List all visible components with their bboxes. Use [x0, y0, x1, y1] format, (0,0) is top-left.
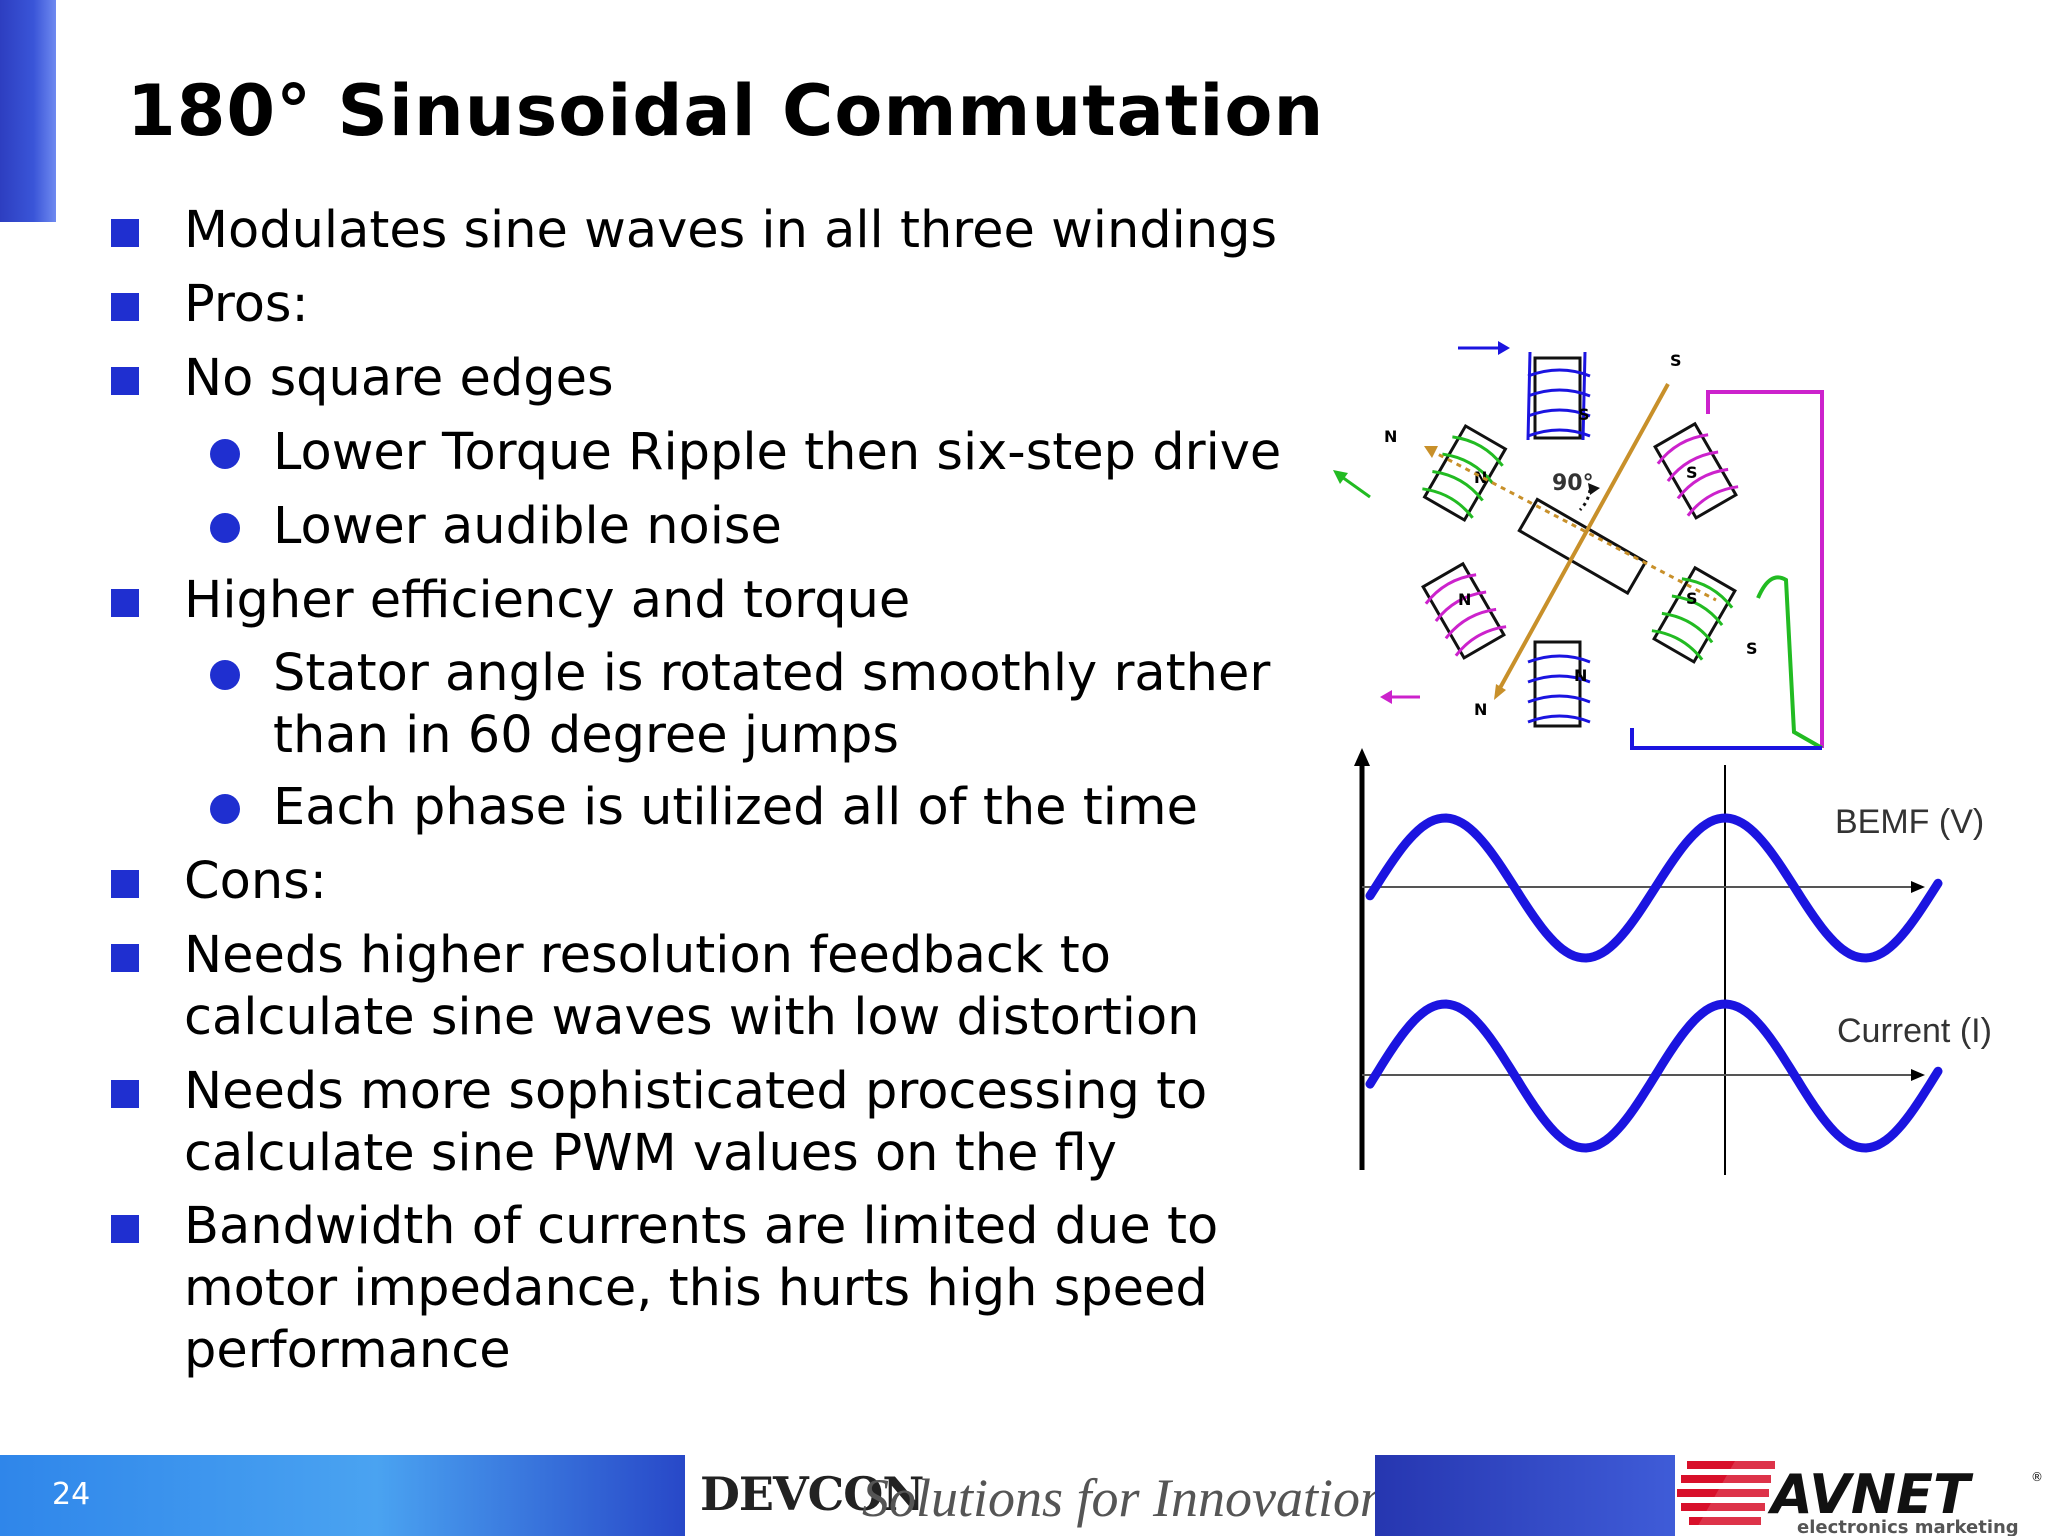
footer-bar: 24 DEVCON Solutions for Innovation AVNET…	[0, 1455, 2048, 1536]
bullet-item: Higher efficiency and torque	[111, 570, 911, 632]
stator-field-axis	[1498, 383, 1670, 689]
stator-pole: N	[1527, 640, 1591, 728]
square-bullet-icon	[111, 589, 139, 617]
square-bullet-icon	[111, 1215, 139, 1243]
square-bullet-icon	[111, 293, 139, 321]
bullet-text-continuation: performance	[184, 1321, 511, 1380]
bullet-item: Bandwidth of currents are limited due to…	[111, 1196, 1219, 1382]
bullet-text: Modulates sine waves in all three windin…	[184, 201, 1278, 260]
stator-pole	[1653, 421, 1739, 520]
square-bullet-icon	[111, 1080, 139, 1108]
bullet-list: Modulates sine waves in all three windin…	[111, 200, 1282, 1382]
devcon-logo: DEVCON	[700, 1467, 924, 1521]
pole-label: N	[1458, 590, 1471, 609]
stator-pole	[1651, 565, 1737, 664]
bullet-text-continuation: calculate sine waves with low distortion	[184, 988, 1200, 1047]
sub-bullet-item: Stator angle is rotated smoothly rather …	[210, 643, 1271, 767]
avnet-wordmark: AVNET	[1767, 1463, 1974, 1526]
current-arrow-icon	[1458, 341, 1510, 355]
footer-blue-strip-left: 24	[0, 1455, 685, 1536]
stator-pole: S	[1526, 351, 1591, 441]
circle-bullet-icon	[210, 660, 240, 690]
bullet-text: Each phase is utilized all of the time	[273, 778, 1198, 837]
title-accent-bar	[0, 0, 56, 222]
bullet-item: Needs more sophisticated processing to c…	[111, 1061, 1208, 1185]
bemf-wave	[1365, 813, 1943, 963]
pole-label: S	[1578, 405, 1590, 424]
circle-bullet-icon	[210, 794, 240, 824]
sub-bullet-item: Lower audible noise	[210, 496, 782, 558]
page-number: 24	[52, 1477, 91, 1512]
bullet-item: Needs higher resolution feedback to calc…	[111, 925, 1200, 1049]
current-wave	[1365, 999, 1943, 1153]
bullet-text: Lower audible noise	[273, 497, 782, 556]
winding-wire	[1630, 728, 1822, 750]
y-axis-arrow-icon	[1354, 748, 1370, 766]
bullet-text: Pros:	[184, 275, 309, 334]
bullet-text: Higher efficiency and torque	[184, 571, 911, 630]
rotor-axis	[1429, 448, 1717, 602]
bullet-text: Needs more sophisticated processing to	[184, 1062, 1208, 1121]
bullet-text-continuation: calculate sine PWM values on the fly	[184, 1124, 1117, 1183]
pole-label: N	[1474, 468, 1487, 487]
bullet-item: Cons:	[111, 851, 327, 913]
motor-diagram: S N N S N S	[1333, 341, 1824, 750]
pole-label: S	[1670, 351, 1682, 370]
avnet-logo: AVNET ® electronics marketing	[1677, 1461, 2043, 1536]
bullet-item: Modulates sine waves in all three windin…	[111, 200, 1278, 262]
pole-label: S	[1746, 639, 1758, 658]
stator-pole	[1422, 423, 1508, 523]
pole-label: S	[1686, 463, 1698, 482]
pole-label: N	[1574, 666, 1587, 685]
motor-commutation-illustration: S N N S N S	[1333, 341, 1992, 1175]
circle-bullet-icon	[210, 513, 240, 543]
waveform-plot: BEMF (V) Current (I)	[1354, 748, 1992, 1175]
angle-label: 90°	[1552, 471, 1594, 496]
bullet-text: Stator angle is rotated smoothly rather	[273, 644, 1271, 703]
footer-tagline: Solutions for Innovation	[862, 1468, 1387, 1528]
winding-wire	[1756, 575, 1823, 750]
bullet-text-continuation: motor impedance, this hurts high speed	[184, 1259, 1208, 1318]
square-bullet-icon	[111, 944, 139, 972]
slide-title: 180° Sinusoidal Commutation	[127, 70, 1325, 152]
winding-wire	[1706, 390, 1824, 748]
bullet-text: Lower Torque Ripple then six-step drive	[273, 423, 1282, 482]
bullet-text-continuation: than in 60 degree jumps	[273, 706, 899, 765]
footer-blue-strip-right	[1375, 1455, 1675, 1536]
bemf-label: BEMF (V)	[1835, 803, 1984, 841]
registered-mark: ®	[2031, 1470, 2043, 1484]
avnet-subtitle: electronics marketing	[1797, 1517, 2019, 1536]
circle-bullet-icon	[210, 439, 240, 469]
bullet-item: Pros:	[111, 274, 309, 336]
pole-label: N	[1474, 700, 1487, 719]
square-bullet-icon	[111, 219, 139, 247]
avnet-stripes-icon	[1677, 1461, 1775, 1531]
bullet-text: Needs higher resolution feedback to	[184, 926, 1111, 985]
pole-label: S	[1686, 589, 1698, 608]
pole-label: N	[1384, 427, 1397, 446]
bullet-text: Bandwidth of currents are limited due to	[184, 1197, 1219, 1256]
current-arrow-icon	[1333, 470, 1371, 499]
square-bullet-icon	[111, 367, 139, 395]
current-label: Current (I)	[1837, 1012, 1992, 1050]
current-arrow-icon	[1380, 690, 1420, 704]
bullet-text: No square edges	[184, 349, 614, 408]
bullet-item: No square edges	[111, 348, 614, 410]
bullet-text: Cons:	[184, 852, 327, 911]
stator-pole	[1421, 561, 1507, 660]
square-bullet-icon	[111, 870, 139, 898]
rotor-magnet	[1517, 497, 1648, 596]
sub-bullet-item: Lower Torque Ripple then six-step drive	[210, 422, 1282, 484]
sub-bullet-item: Each phase is utilized all of the time	[210, 777, 1198, 839]
